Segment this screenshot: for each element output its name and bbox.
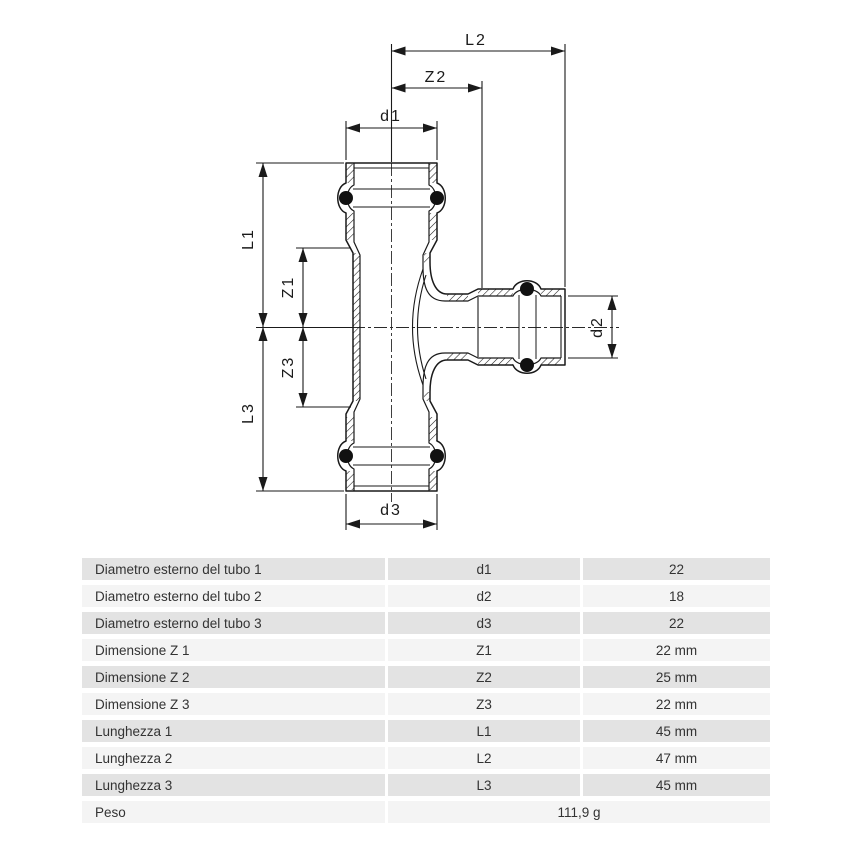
dim-label-l3: L3 [240, 402, 257, 424]
spec-symbol: L1 [388, 720, 580, 742]
saddle-curve-outer [412, 268, 424, 386]
dimension-labels: L2 Z2 d1 d3 L1 Z1 Z3 L3 d2 [240, 32, 606, 519]
spec-label: Lunghezza 1 [82, 720, 385, 742]
inner-contour-right-top [422, 163, 561, 302]
table-row: Lunghezza 3 L3 45 mm [82, 774, 770, 796]
table-row-weight: Peso 111,9 g [82, 801, 770, 823]
spec-value: 45 mm [583, 720, 770, 742]
dim-label-l2: L2 [465, 32, 487, 49]
spec-symbol: Z1 [388, 639, 580, 661]
oring-dot [339, 449, 353, 463]
table-row: Lunghezza 2 L2 47 mm [82, 747, 770, 769]
spec-symbol: d2 [388, 585, 580, 607]
oring-seals [339, 191, 534, 463]
spec-value: 22 [583, 558, 770, 580]
groove-lines-branch [518, 295, 537, 359]
dim-label-z2: Z2 [425, 69, 448, 86]
centerlines [352, 163, 619, 502]
spec-value: 18 [583, 585, 770, 607]
spec-label: Diametro esterno del tubo 2 [82, 585, 385, 607]
spec-value: 22 mm [583, 639, 770, 661]
groove-lines-bottom [353, 446, 430, 466]
spec-table: Diametro esterno del tubo 1 d1 22 Diamet… [82, 558, 770, 823]
oring-dot [520, 358, 534, 372]
spec-symbol: Z3 [388, 693, 580, 715]
dimension-arrowheads [258, 46, 617, 529]
spec-symbol: L3 [388, 774, 580, 796]
oring-dot [430, 449, 444, 463]
spec-label: Dimensione Z 1 [82, 639, 385, 661]
spec-symbol: d3 [388, 612, 580, 634]
spec-label: Diametro esterno del tubo 3 [82, 612, 385, 634]
dim-label-z3: Z3 [280, 356, 297, 379]
groove-lines-top [353, 188, 430, 208]
oring-dot [339, 191, 353, 205]
spec-value: 25 mm [583, 666, 770, 688]
table-row: Dimensione Z 3 Z3 22 mm [82, 693, 770, 715]
table-row: Dimensione Z 1 Z1 22 mm [82, 639, 770, 661]
dim-label-z1: Z1 [280, 276, 297, 299]
spec-value: 45 mm [583, 774, 770, 796]
spec-symbol: Z2 [388, 666, 580, 688]
spec-label: Diametro esterno del tubo 1 [82, 558, 385, 580]
table-row: Diametro esterno del tubo 3 d3 22 [82, 612, 770, 634]
dimension-lines [256, 44, 618, 530]
wall-hatching [346, 164, 561, 490]
table-row: Diametro esterno del tubo 2 d2 18 [82, 585, 770, 607]
oring-dot [430, 191, 444, 205]
table-row: Lunghezza 1 L1 45 mm [82, 720, 770, 742]
table-row: Dimensione Z 2 Z2 25 mm [82, 666, 770, 688]
spec-label: Peso [82, 801, 385, 823]
spec-value: 47 mm [583, 747, 770, 769]
oring-dot [520, 282, 534, 296]
fitting-outline [337, 162, 566, 492]
dim-label-d1: d1 [380, 108, 402, 125]
spec-label: Dimensione Z 2 [82, 666, 385, 688]
dim-label-d3: d3 [380, 502, 402, 519]
dim-label-l1: L1 [240, 228, 257, 250]
spec-symbol: d1 [388, 558, 580, 580]
spec-value: 111,9 g [388, 801, 770, 823]
spec-value: 22 mm [583, 693, 770, 715]
spec-label: Lunghezza 3 [82, 774, 385, 796]
dim-label-d2: d2 [589, 316, 606, 338]
inner-contour-right-bottom [422, 352, 561, 491]
outer-contour [337, 162, 566, 492]
fitting-technical-drawing: L2 Z2 d1 d3 L1 Z1 Z3 L3 d2 [240, 32, 619, 530]
table-row: Diametro esterno del tubo 1 d1 22 [82, 558, 770, 580]
spec-label: Lunghezza 2 [82, 747, 385, 769]
spec-label: Dimensione Z 3 [82, 693, 385, 715]
spec-value: 22 [583, 612, 770, 634]
saddle-curve-inner [417, 274, 427, 380]
spec-symbol: L2 [388, 747, 580, 769]
